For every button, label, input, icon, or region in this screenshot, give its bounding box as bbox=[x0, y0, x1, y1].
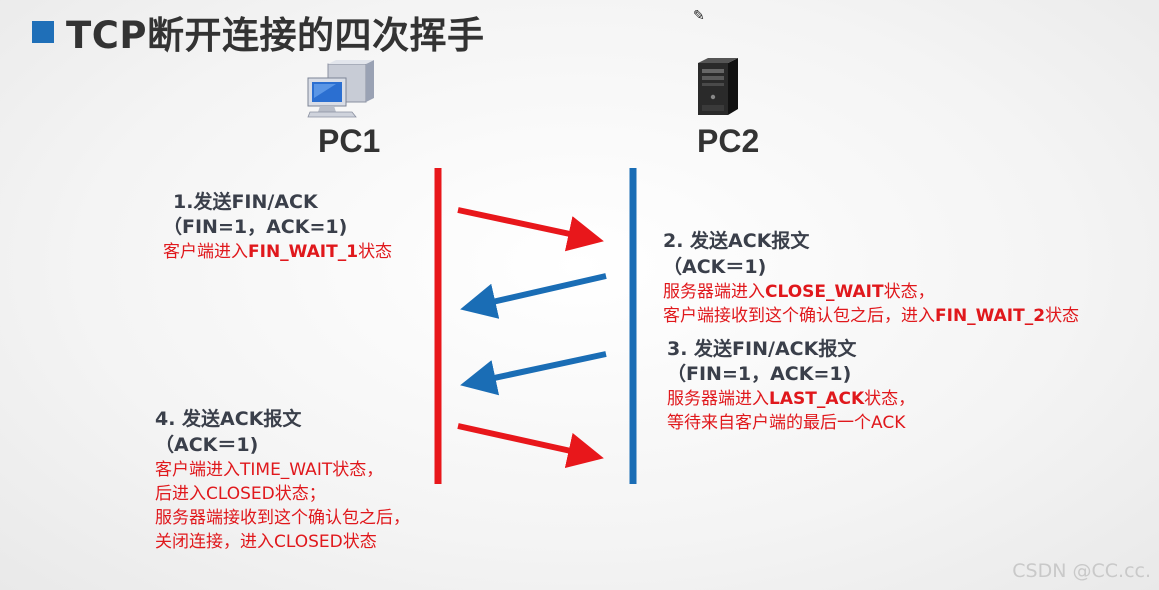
step-1-note: 客户端进入FIN_WAIT_1状态 bbox=[163, 242, 393, 262]
slide-title: TCP断开连接的四次挥手 bbox=[32, 10, 485, 57]
step-4-text: 4. 发送ACK报文 （ACK＝1) 客户端进入TIME_WAIT状态， 后进入… bbox=[155, 410, 410, 551]
step-3-note-1: 服务器端进入LAST_ACK状态， bbox=[667, 389, 916, 409]
step-1-text: 1.发送FIN/ACK （FIN=1，ACK=1) 客户端进入FIN_WAIT_… bbox=[163, 193, 392, 261]
step-2-text: 2. 发送ACK报文 （ACK＝1) 服务器端进入CLOSE_WAIT状态， 客… bbox=[663, 232, 1079, 325]
step-3-text: 3. 发送FIN/ACK报文 （FIN=1，ACK=1) 服务器端进入LAST_… bbox=[667, 340, 915, 432]
title-text: TCP断开连接的四次挥手 bbox=[66, 14, 485, 57]
arrow-step-1 bbox=[457, 207, 604, 252]
step-4-note-1: 客户端进入TIME_WAIT状态， bbox=[155, 460, 384, 480]
server-tower-icon bbox=[698, 58, 738, 115]
pen-cursor-icon: ✎ bbox=[693, 7, 705, 23]
step-1-params: （FIN=1，ACK=1) bbox=[163, 216, 348, 238]
arrow-step-2 bbox=[460, 273, 607, 319]
step-4-note-2: 后进入CLOSED状态； bbox=[155, 484, 326, 504]
arrow-step-4 bbox=[457, 423, 604, 469]
pc1-label: PC1 bbox=[318, 123, 381, 159]
title-bullet-square bbox=[32, 21, 54, 43]
step-2-note-2: 客户端接收到这个确认包之后，进入FIN_WAIT_2状态 bbox=[663, 306, 1080, 326]
desktop-computer-icon bbox=[307, 60, 374, 118]
step-4-note-3: 服务器端接收到这个确认包之后， bbox=[155, 508, 410, 528]
step-2-heading: 2. 发送ACK报文 bbox=[663, 230, 810, 252]
step-4-heading: 4. 发送ACK报文 bbox=[155, 408, 302, 430]
step-4-params: （ACK＝1) bbox=[155, 434, 259, 456]
step-3-heading: 3. 发送FIN/ACK报文 bbox=[667, 338, 857, 360]
step-1-heading: 1.发送FIN/ACK bbox=[173, 191, 318, 213]
pc2-label: PC2 bbox=[697, 123, 760, 159]
arrow-step-3 bbox=[460, 351, 607, 396]
step-3-note-2: 等待来自客户端的最后一个ACK bbox=[667, 413, 906, 433]
step-2-note-1: 服务器端进入CLOSE_WAIT状态， bbox=[663, 282, 935, 302]
watermark: CSDN @CC.cc. bbox=[1012, 560, 1151, 582]
step-3-params: （FIN=1，ACK=1) bbox=[667, 363, 852, 385]
step-4-note-4: 关闭连接，进入CLOSED状态 bbox=[155, 532, 377, 552]
step-2-params: （ACK＝1) bbox=[663, 256, 767, 278]
